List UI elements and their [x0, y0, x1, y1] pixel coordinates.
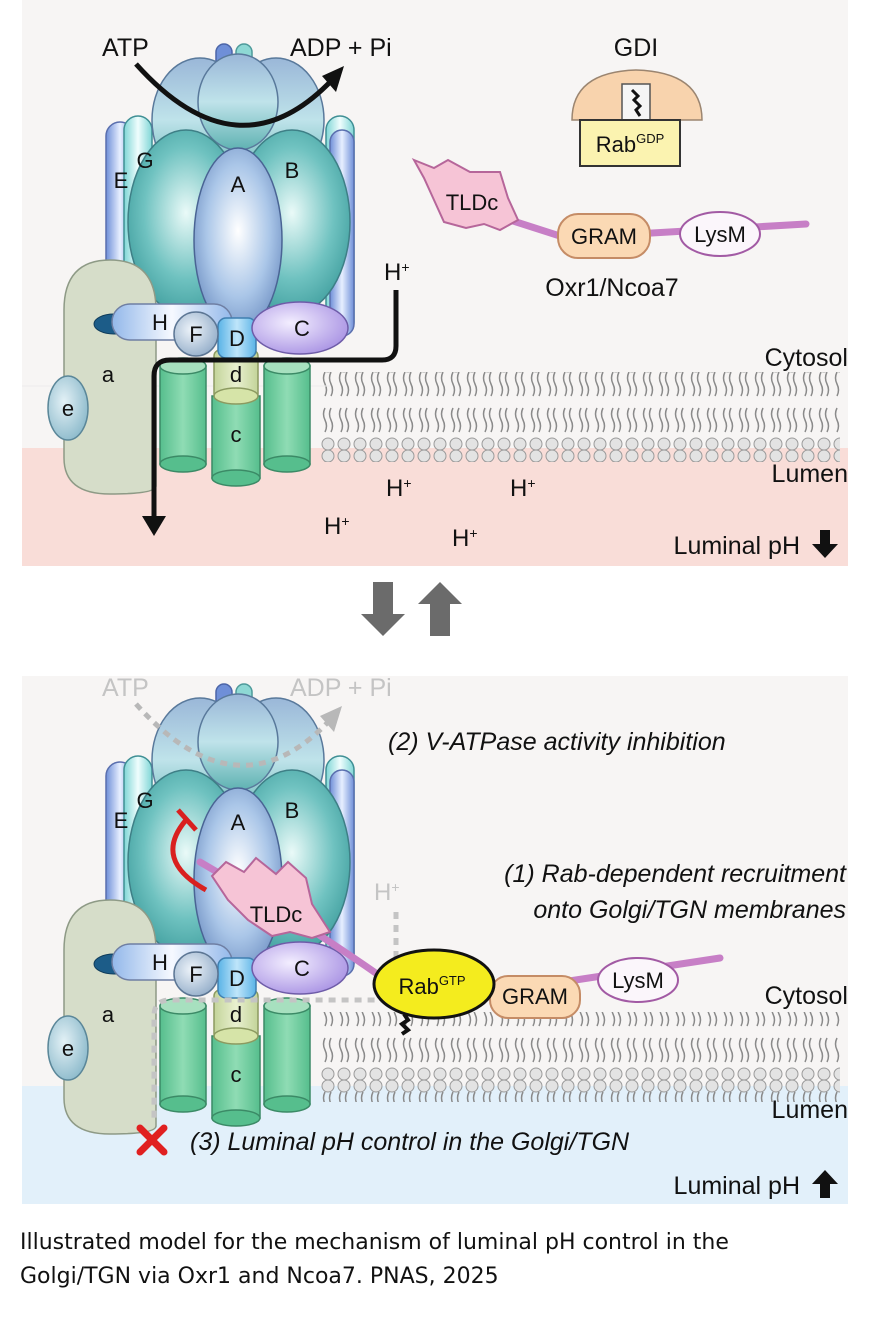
top-lumen-proton-4: H+	[452, 525, 478, 552]
top-lumen-region	[22, 448, 848, 566]
top-subunit-G-label: G	[136, 148, 153, 173]
top-lumen-proton-3: H+	[324, 513, 350, 540]
transition-up-arrow-icon	[418, 582, 462, 636]
top-lysm-label: LysM	[694, 222, 746, 247]
top-subunit-e-label: e	[62, 396, 74, 421]
top-luminal-ph-label: Luminal pH	[674, 532, 800, 560]
top-subunit-D-label: D	[229, 326, 245, 351]
top-proton-arrowhead	[142, 516, 166, 536]
top-subunit-F-label: F	[189, 322, 202, 347]
bottom-gram-label: GRAM	[502, 984, 568, 1009]
top-adp-pi-label: ADP + Pi	[290, 34, 392, 62]
blocked-cross-icon	[136, 1124, 168, 1156]
top-lumen-label: Lumen	[772, 460, 848, 488]
top-cytosol-label: Cytosol	[765, 344, 848, 372]
gdi-prenyl-anchor-icon	[630, 88, 643, 117]
top-subunit-d-label: d	[230, 362, 242, 387]
bottom-luminal-ph-label: Luminal pH	[674, 1172, 800, 1200]
bottom-membrane-bilayer	[320, 1012, 840, 1102]
step1-annotation-line2: onto Golgi/TGN membranes	[533, 896, 846, 924]
top-panel: a e E G A B H F D C d c ATP ADP + Pi H+ …	[22, 0, 848, 566]
bottom-subunit-D-label: D	[229, 966, 245, 991]
top-subunit-C-label: C	[294, 316, 310, 341]
top-lumen-proton-1: H+	[386, 475, 412, 502]
bottom-atp-label: ATP	[102, 674, 149, 702]
bottom-subunit-E-label: E	[114, 808, 129, 833]
top-subunit-E-label: E	[114, 168, 129, 193]
bottom-lumen-label: Lumen	[772, 1096, 848, 1124]
figure-caption: Illustrated model for the mechanism of l…	[20, 1226, 860, 1294]
bottom-h-plus-entry: H+	[374, 879, 400, 906]
bottom-subunit-e-label: e	[62, 1036, 74, 1061]
bottom-subunit-A-label: A	[231, 810, 246, 835]
rab-gdp-label: RabGDP	[596, 131, 665, 157]
bottom-adp-pi-label: ADP + Pi	[290, 674, 392, 702]
gdi-label: GDI	[614, 34, 658, 62]
bottom-atp-arrowhead-inhibited	[320, 706, 342, 732]
bottom-atp-hydrolysis-arrow-inhibited	[134, 702, 332, 768]
bottom-panel: a e E G A B H F D C d c ATP ADP + Pi H+ …	[22, 674, 848, 1204]
bottom-oxr1-ncoa7-protein	[196, 856, 724, 1036]
top-atp-arrowhead	[322, 66, 344, 92]
top-membrane-bilayer	[320, 372, 840, 462]
step3-annotation: (3) Luminal pH control in the Golgi/TGN	[190, 1128, 630, 1156]
top-subunit-c-label: c	[231, 422, 242, 447]
inhibition-bar-icon	[176, 808, 198, 832]
bottom-subunit-G-label: G	[136, 788, 153, 813]
bottom-subunit-C-label: C	[294, 956, 310, 981]
caption-line-2: Golgi/TGN via Oxr1 and Ncoa7. PNAS, 2025	[20, 1264, 499, 1289]
top-subunit-A-label: A	[231, 172, 246, 197]
bottom-subunit-B-label: B	[285, 798, 300, 823]
top-gram-label: GRAM	[571, 224, 637, 249]
bottom-ph-up-arrow-icon	[812, 1170, 838, 1198]
bottom-subunit-c-label: c	[231, 1062, 242, 1087]
step2-annotation: (2) V-ATPase activity inhibition	[388, 728, 726, 756]
bottom-subunit-a-label: a	[102, 1002, 115, 1027]
bottom-cytosol-label: Cytosol	[765, 982, 848, 1010]
caption-line-1: Illustrated model for the mechanism of l…	[20, 1230, 729, 1255]
top-h-plus-entry: H+	[384, 259, 410, 286]
bottom-tldc-label: TLDc	[250, 902, 303, 927]
inhibition-arc-icon	[170, 818, 208, 893]
bottom-subunit-d-label: d	[230, 1002, 242, 1027]
bottom-subunit-H-label: H	[152, 950, 168, 975]
top-subunit-B-label: B	[285, 158, 300, 183]
top-atp-label: ATP	[102, 34, 149, 62]
top-tldc-label: TLDc	[446, 190, 499, 215]
transition-down-arrow-icon	[361, 582, 405, 636]
top-oxr1-ncoa7-protein	[411, 158, 810, 259]
top-subunit-H-label: H	[152, 310, 168, 335]
top-ph-down-arrow-icon	[812, 530, 838, 558]
bottom-lysm-label: LysM	[612, 968, 664, 993]
bottom-subunit-F-label: F	[189, 962, 202, 987]
top-subunit-a-label: a	[102, 362, 115, 387]
rab-gdp-box	[579, 119, 681, 167]
step1-annotation-line1: (1) Rab-dependent recruitment	[504, 860, 847, 888]
oxr1-ncoa7-label: Oxr1/Ncoa7	[545, 274, 678, 302]
rab-gtp-label: RabGTP	[398, 973, 465, 999]
top-lumen-proton-2: H+	[510, 475, 536, 502]
top-proton-path-arrow	[151, 290, 399, 520]
top-atp-hydrolysis-arrow	[134, 62, 334, 128]
